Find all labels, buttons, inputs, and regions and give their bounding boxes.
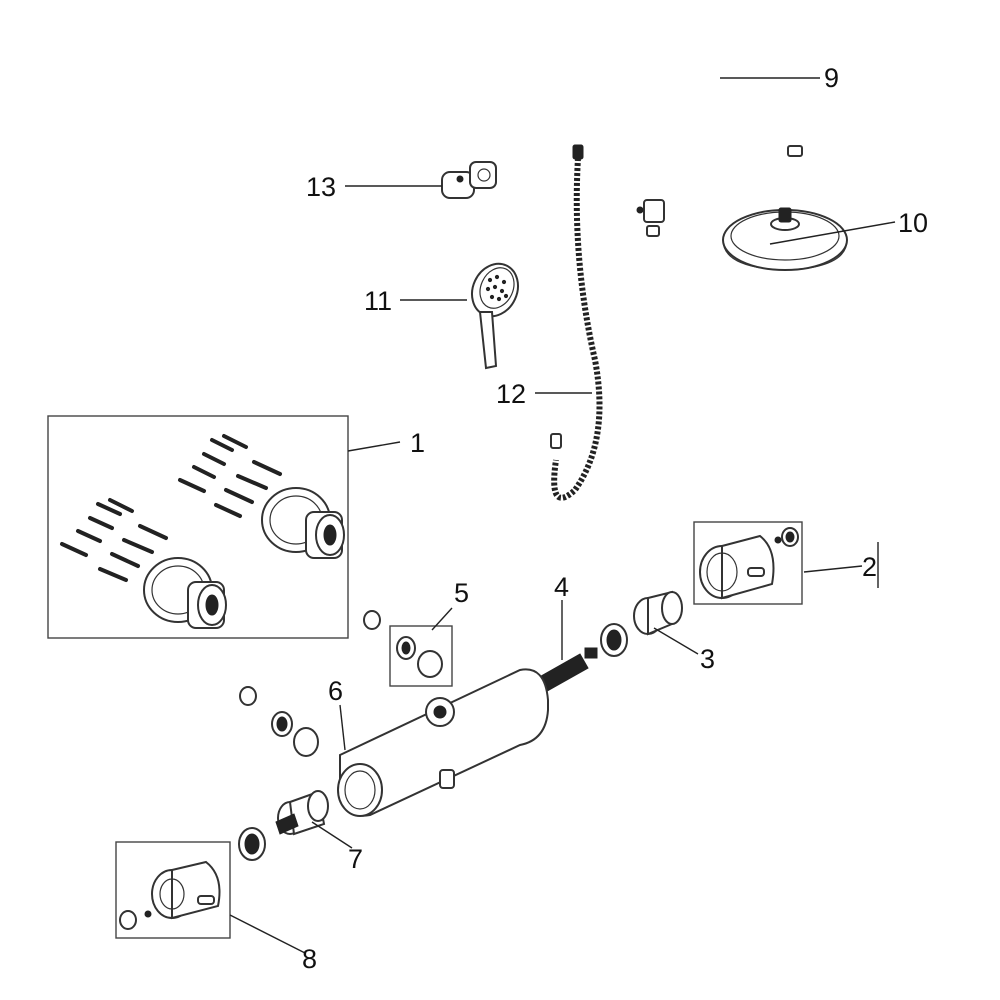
wall-connector-lower [143, 557, 227, 629]
screw-set-lower [60, 498, 168, 582]
part-9-riser-rail [636, 49, 803, 510]
part-10-overhead-shower-head [722, 207, 848, 271]
part-2-temperature-handle [693, 521, 803, 605]
label-4: 4 [554, 572, 569, 602]
part-3-adaptor [600, 590, 683, 657]
label-8: 8 [302, 944, 317, 974]
label-2: 2 [862, 552, 877, 582]
label-7: 7 [348, 844, 363, 874]
part-1-wall-kit [47, 415, 349, 639]
part-13-slider-holder [441, 161, 497, 199]
part-5-check-valve [363, 610, 453, 687]
label-9: 9 [824, 63, 839, 93]
wall-connector-upper [261, 487, 345, 559]
thermostatic-body [337, 668, 549, 817]
label-13: 13 [306, 172, 336, 202]
part-7-flow-cartridge [238, 790, 329, 861]
part-6-seals [239, 686, 319, 757]
label-3: 3 [700, 644, 715, 674]
leader-lines [229, 77, 896, 954]
part-12-hose [550, 144, 603, 501]
part-labels: 13 11 12 9 10 1 2 3 4 5 6 7 8 [302, 63, 928, 974]
part-8-flow-handle [115, 841, 231, 939]
part-11-hand-shower [471, 262, 519, 370]
label-10: 10 [898, 208, 928, 238]
label-11: 11 [364, 286, 392, 316]
label-5: 5 [454, 578, 469, 608]
label-6: 6 [328, 676, 343, 706]
label-1: 1 [410, 428, 425, 458]
label-12: 12 [496, 379, 526, 409]
screw-set-upper [178, 434, 282, 518]
